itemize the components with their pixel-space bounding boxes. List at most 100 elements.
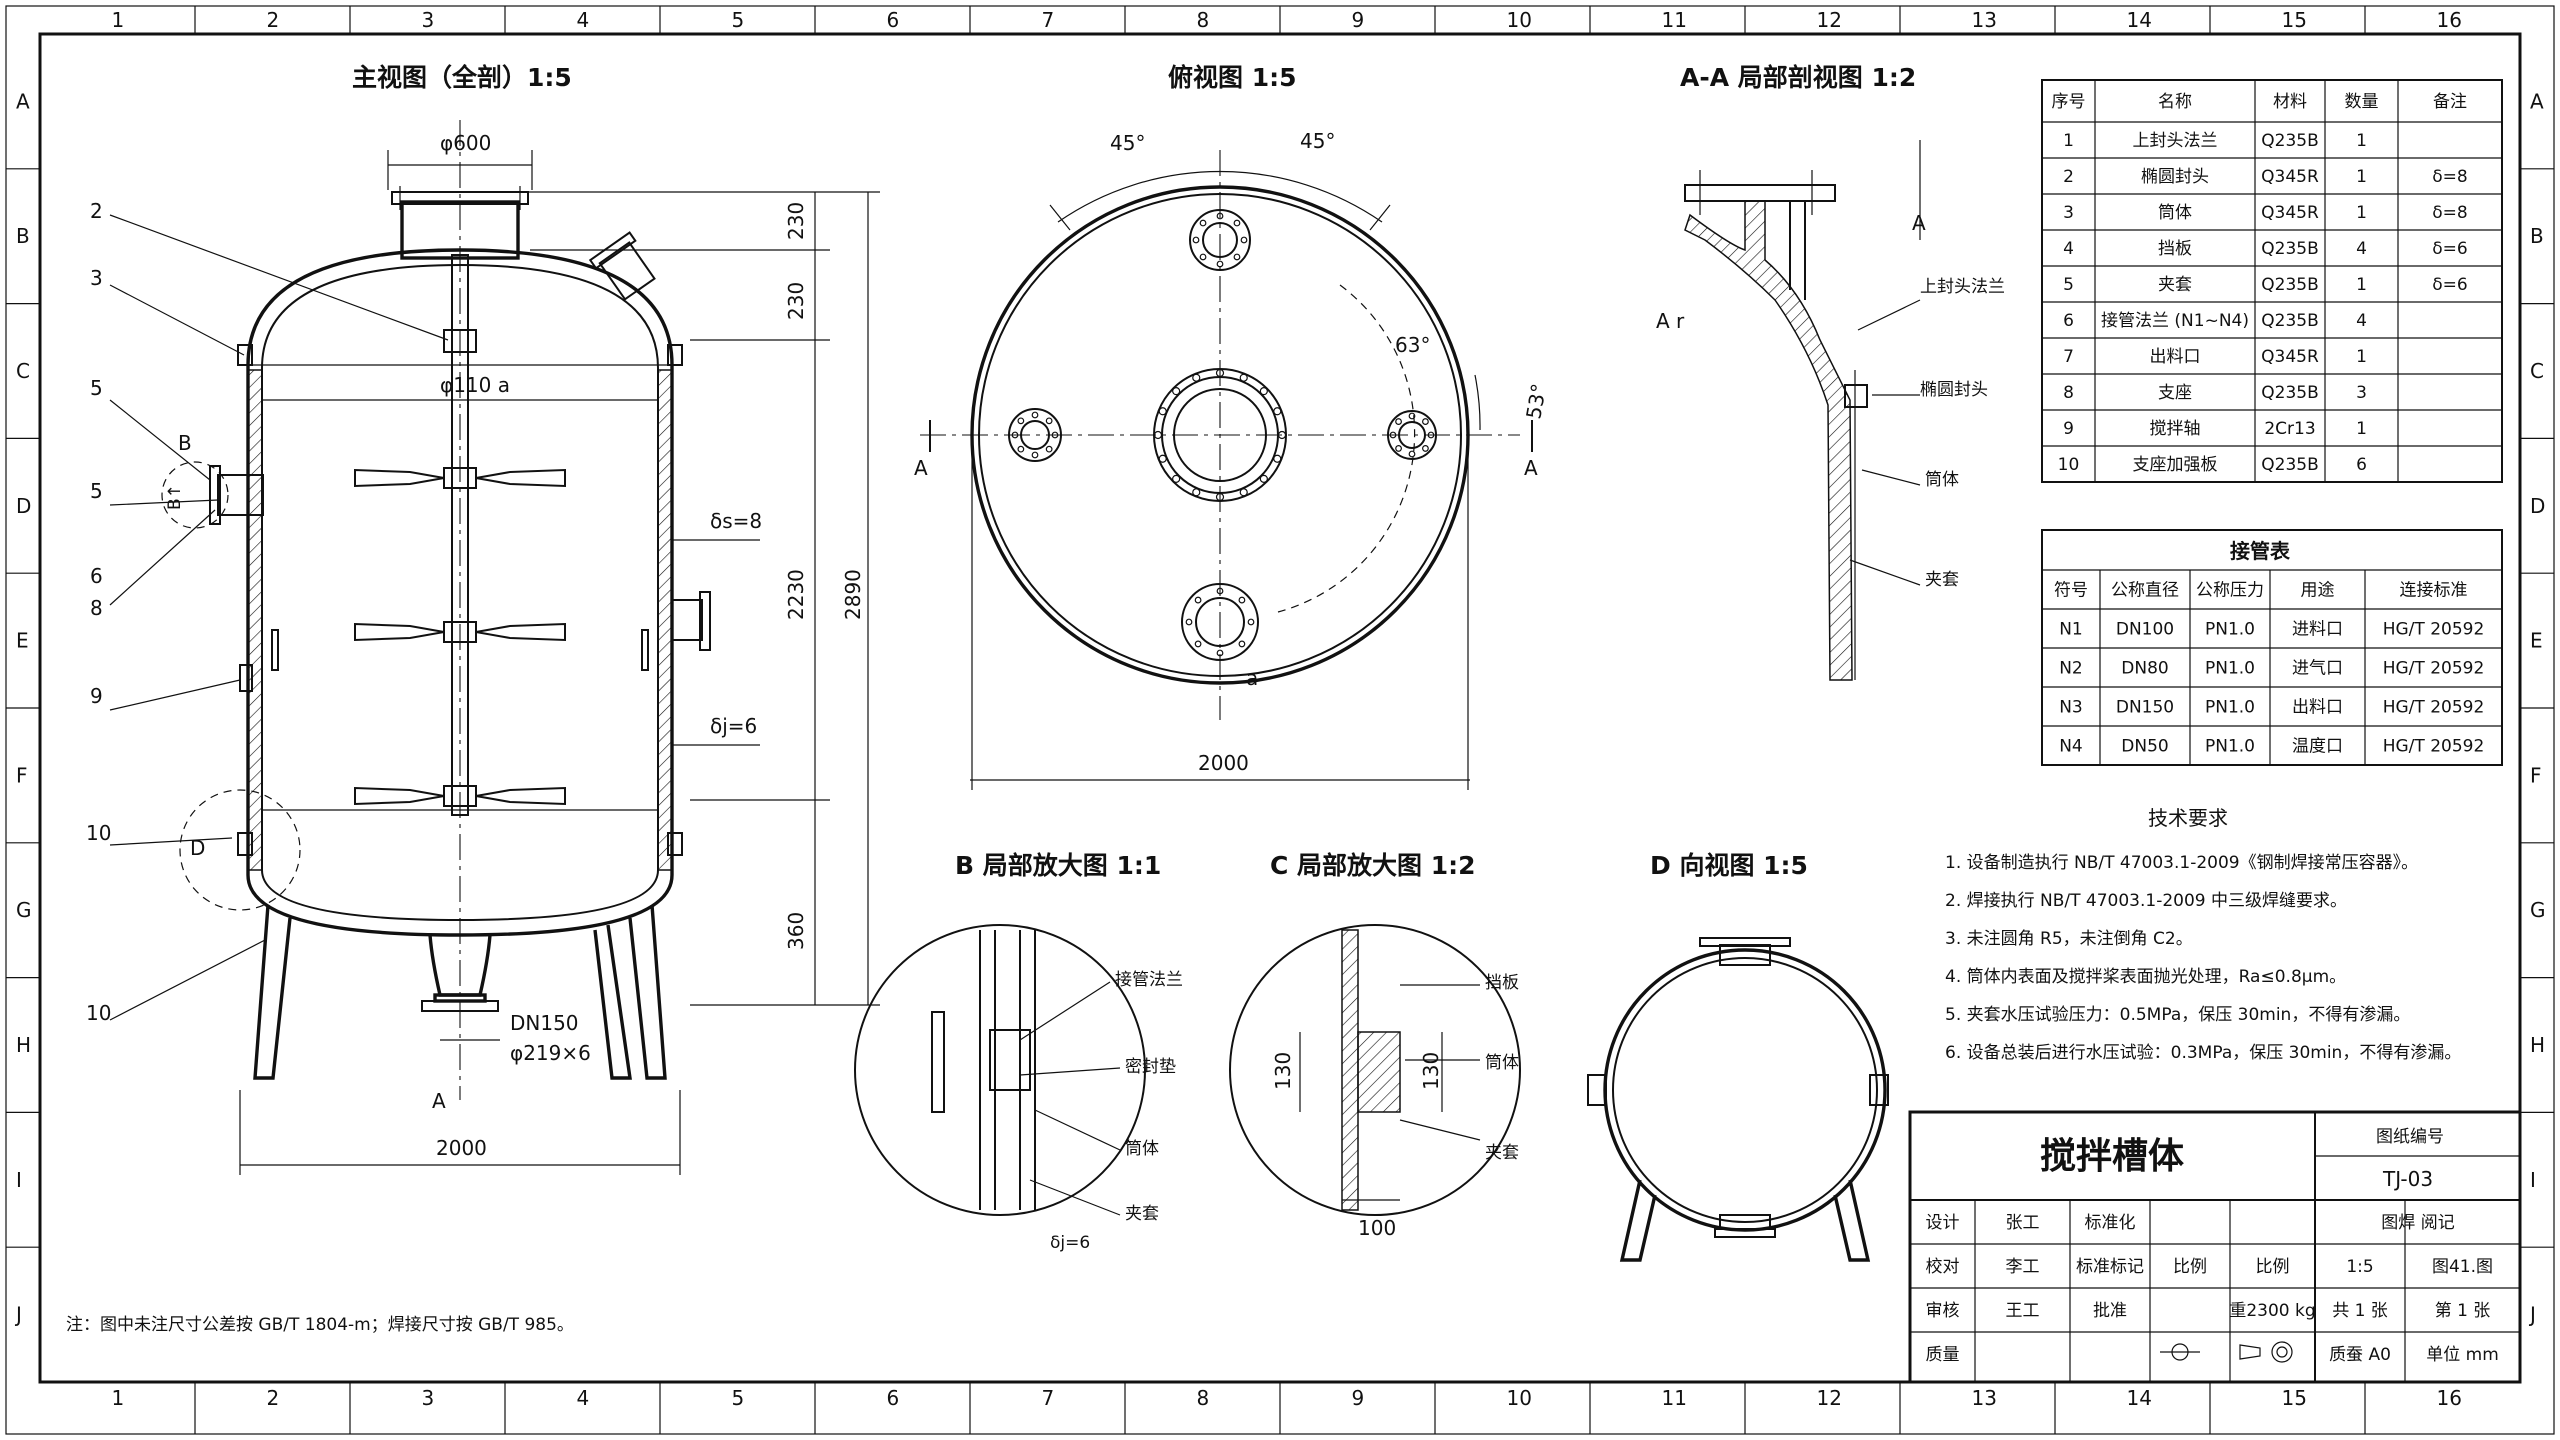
detail-c-view: C 局部放大图 1:2 挡板 筒体 夹套 130 130 100 [1229,851,1521,1240]
grid-row-right: F [2530,763,2542,787]
grid-row-right: B [2530,224,2544,248]
section-view-title: A-A 局部剖视图 1:2 [1680,63,1916,92]
table-cell: Q235B [2261,311,2319,331]
table-header: 连接标准 [2400,581,2468,601]
center-flange-bolts [1153,368,1287,502]
table-cell: 挡板 [2158,239,2192,259]
grid-row-left: B [16,224,30,248]
balloon-8: 8 [90,596,103,620]
grid-col-bottom: 11 [1662,1386,1687,1410]
grid-col-bottom: 10 [1507,1386,1532,1410]
section-right-a: A [1524,456,1538,480]
grid-row-left: G [16,898,32,922]
table-cell: 4 [2356,239,2367,259]
nozzle-table-title: 接管表 [2230,539,2291,563]
table-cell: 出料口 [2150,347,2201,367]
tech-item-4: 4. 筒体内表面及搅拌桨表面抛光处理，Ra≤0.8μm。 [1945,967,2346,987]
grid-col-bottom: 4 [577,1386,590,1410]
tech-item-1: 1. 设备制造执行 NB/T 47003.1-2009《钢制焊接常压容器》。 [1945,853,2418,873]
dim-ds: δs=8 [710,509,762,533]
table-header: 公称直径 [2111,581,2179,601]
table-cell: 9 [2063,419,2074,439]
grid-col-bottom: 15 [2282,1386,2307,1410]
dim-2230: 2230 [784,569,808,620]
top-view: 俯视图 1:5 45° 45° 63° 53° a [914,63,1551,790]
table-cell: 支座加强板 [2133,455,2218,475]
grid-col-top: 2 [267,8,280,32]
detail-b-label-shell: 筒体 [1125,1139,1159,1159]
tech-title: 技术要求 [2148,806,2228,830]
grid-row-right: H [2530,1033,2545,1057]
title-block-cell: 1:5 [2346,1257,2373,1277]
small-flange-bolts [1011,212,1435,657]
table-cell: 1 [2356,347,2367,367]
grid-col-bottom: 9 [1352,1386,1365,1410]
table-cell: 上封头法兰 [2133,131,2218,151]
table-cell: 6 [2063,311,2074,331]
title-block-cell: 质蚕 A0 [2329,1345,2391,1365]
table-cell: 进料口 [2292,620,2343,640]
nozzle-left [1008,408,1062,462]
grid-col-top: 9 [1352,8,1365,32]
nozzle-bottom [1181,583,1259,661]
section-label-shell: 筒体 [1925,470,1959,490]
grid-col-top: 16 [2437,8,2462,32]
table-cell: 1 [2063,131,2074,151]
grid-col-bottom: 1 [112,1386,125,1410]
table-cell: 2 [2063,167,2074,187]
detail-mark-b: B [178,431,192,455]
angle-45-left: 45° [1110,131,1145,155]
table-cell: DN100 [2116,620,2174,640]
table-cell: 6 [2356,455,2367,475]
detail-b-label-flange: 接管法兰 [1115,970,1183,990]
projection-symbol [2160,1341,2293,1363]
table-cell: δ=6 [2432,275,2467,295]
grid-col-top: 11 [1662,8,1687,32]
grid-col-top: 5 [732,8,745,32]
drawing-number: TJ-03 [2382,1167,2433,1191]
table-cell: N3 [2059,698,2083,718]
title-block-cell: 共 1 张 [2332,1301,2388,1321]
tech-item-3: 3. 未注圆角 R5，未注倒角 C2。 [1945,929,2193,949]
general-note: 注：图中未注尺寸公差按 GB/T 1804-m；焊接尺寸按 GB/T 985。 [66,1315,574,1335]
dim-pipe: φ219×6 [510,1041,591,1065]
table-cell: 夹套 [2158,275,2192,295]
grid-col-top: 1 [112,8,125,32]
table-cell: DN80 [2121,659,2168,679]
table-cell: 5 [2063,275,2074,295]
table-cell: Q235B [2261,239,2319,259]
title-block-cell: 单位 mm [2426,1345,2499,1365]
weld-note: B↑ [165,484,185,510]
grid-col-bottom: 13 [1972,1386,1997,1410]
section-left-a: A [914,456,928,480]
table-cell: Q235B [2261,131,2319,151]
tech-item-2: 2. 焊接执行 NB/T 47003.1-2009 中三级焊缝要求。 [1945,891,2347,911]
section-label-a-side: A r [1656,309,1685,333]
table-cell: Q235B [2261,383,2319,403]
view-d: D 向视图 1:5 [1587,851,1889,1262]
detail-b-thickness: δj=6 [1050,1233,1090,1253]
table-cell: PN1.0 [2205,737,2255,757]
table-cell: 7 [2063,347,2074,367]
grid-col-bottom: 7 [1042,1386,1055,1410]
table-header: 备注 [2433,92,2467,112]
grid-row-right: I [2530,1168,2536,1192]
title-block-cell: 批准 [2093,1301,2127,1321]
grid-col-bottom: 16 [2437,1386,2462,1410]
top-view-title: 俯视图 1:5 [1168,63,1297,92]
table-header: 序号 [2052,92,2086,112]
title-block: 搅拌槽体 图纸编号 TJ-03 设计张工标准化图焊 阅记校对李工标准标记比例比例… [1908,1110,2522,1384]
detail-c-dim-b: 130 [1419,1052,1443,1090]
table-cell: HG/T 20592 [2383,659,2485,679]
detail-b-label-jacket: 夹套 [1125,1204,1159,1224]
grid-row-right: C [2530,359,2544,383]
table-cell: 筒体 [2158,203,2192,223]
section-label-head: 椭圆封头 [1920,380,1988,400]
grid-col-top: 15 [2282,8,2307,32]
grid-row-left: I [16,1168,22,1192]
tech-requirements: 技术要求 1. 设备制造执行 NB/T 47003.1-2009《钢制焊接常压容… [1945,806,2461,1063]
